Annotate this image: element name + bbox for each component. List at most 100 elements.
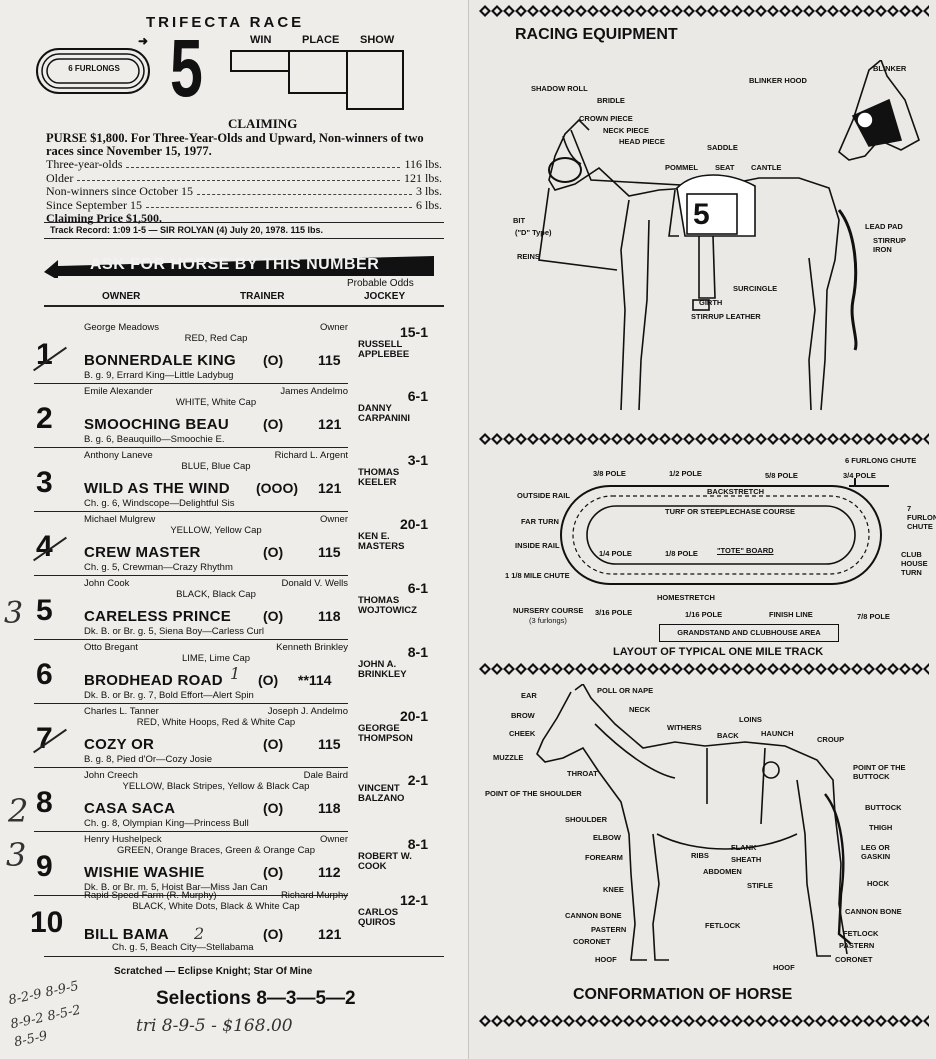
silks-colors: YELLOW, Black Stripes, Yellow & Black Ca… [122,781,310,792]
race-distance: 6 FURLONGS [68,64,120,73]
entry-1[interactable]: George Meadows Owner RED, Red Cap 15-1 R… [0,322,460,386]
silks-colors: BLUE, Blue Cap [181,461,251,472]
owner: John Creech [84,770,138,781]
trainer: Owner [320,834,348,845]
show-header: SHOW [360,34,395,46]
horse-name: CASA SACA [84,800,176,817]
weight: 115 [318,352,341,368]
entry-2[interactable]: Emile Alexander James Andelmo WHITE, Whi… [0,386,460,450]
label-saddle: SADDLE [707,143,738,152]
entry-10[interactable]: Rapid Speed Farm (R. Murphy) Richard Mur… [0,890,460,954]
label-sheath: SHEATH [731,855,762,864]
label-knee: KNEE [603,885,624,894]
label-brow: BROW [511,711,535,720]
entry-9[interactable]: Henry Hushelpeck Owner GREEN, Orange Bra… [0,834,460,898]
handwritten-note: 8-5-9 [12,1028,49,1051]
weight: 112 [318,864,341,880]
jockey: JOHN A.BRINKLEY [358,659,407,680]
label-cannon-bone-front: CANNON BONE [565,911,622,920]
breeding: Ch. g. 6, Windscope—Delightful Sis [84,498,235,509]
label-1-2-pole: 1/2 POLE [669,469,702,478]
odds: 8-1 [407,644,428,660]
label-1-8-pole: 1/8 POLE [665,549,698,558]
breeding: B. g. 6, Beauquillo—Smoochie E. [84,434,225,445]
program-number: 2 [36,402,53,435]
odds: 20-1 [399,516,428,532]
equipment-diagram: 5 [509,58,929,420]
entry-6[interactable]: Otto Bregant Kenneth Brinkley LIME, Lime… [0,642,460,706]
label-coronet-hind: CORONET [835,955,873,964]
jockey: ROBERT W.COOK [358,851,412,872]
horse-name: BILL BAMA [84,926,169,943]
odds-header: Probable Odds [347,278,414,289]
handwritten-note: 1 [230,664,241,683]
grandstand-box: GRANDSTAND AND CLUBHOUSE AREA [659,624,839,642]
trainer: Richard L. Argent [274,450,348,461]
weight: 118 [318,608,341,624]
horse-name: BRODHEAD ROAD [84,672,223,689]
entry-3[interactable]: Anthony Laneve Richard L. Argent BLUE, B… [0,450,460,514]
label-haunch: HAUNCH [761,729,794,738]
equipment-mark: (O) [263,608,284,624]
divider [34,639,348,640]
label-pommel: POMMEL [665,163,698,172]
label-cheek: CHEEK [509,729,536,738]
race-conditions: PURSE $1,800. For Three-Year-Olds and Up… [46,131,424,158]
entry-4[interactable]: Michael Mulgrew Owner YELLOW, Yellow Cap… [0,514,460,578]
label-loins: LOINS [739,715,762,724]
breeding: Ch. g. 8, Olympian King—Princess Bull [84,818,249,829]
label-bit: BIT [513,216,526,225]
divider [34,575,348,576]
equipment-mark: (O) [263,864,284,880]
label-blinker: BLINKER [873,64,907,73]
horse-name: CARELESS PRINCE [84,608,232,625]
horse-name: SMOOCHING BEAU [84,416,230,433]
label-back: BACK [717,731,739,740]
win-box[interactable] [230,50,290,72]
label-1-1-8-mile-chute: 1 1/8 MILE CHUTE [505,571,570,580]
label-hoof-hind: HOOF [773,963,795,972]
label-outside-rail: OUTSIDE RAIL [517,491,570,500]
divider [34,511,348,512]
trainer: Owner [320,514,348,525]
label-fetlock-front: FETLOCK [705,921,741,930]
label-elbow: ELBOW [593,833,621,842]
owner: Rapid Speed Farm (R. Murphy) [84,890,217,901]
weight: 118 [318,800,341,816]
owner: Otto Bregant [84,642,138,653]
breeding: Dk. B. or Br. m. 5, Hoist Bar—Miss Jan C… [84,882,268,893]
label-3-8-pole: 3/8 POLE [593,469,626,478]
label-backstretch: BACKSTRETCH [707,487,765,496]
entry-8[interactable]: John Creech Dale Baird YELLOW, Black Str… [0,770,460,834]
show-box[interactable] [346,50,404,110]
place-box[interactable] [288,50,348,94]
label-lead-pad: LEAD PAD [865,222,903,231]
silks-colors: YELLOW, Yellow Cap [170,525,262,536]
label-croup: CROUP [817,735,845,744]
label-nursery-course: NURSERY COURSE [513,606,584,615]
silks-colors: RED, White Hoops, Red & White Cap [136,717,296,728]
odds: 3-1 [407,452,428,468]
trainer: Richard Murphy [280,890,348,901]
owner: Anthony Laneve [84,450,153,461]
track-title: LAYOUT OF TYPICAL ONE MILE TRACK [613,646,824,658]
track-diagram [559,478,899,588]
divider [34,383,348,384]
silks-colors: BLACK, White Dots, Black & White Cap [132,901,300,912]
label-muzzle: MUZZLE [493,753,524,762]
label-thigh: THIGH [869,823,893,832]
label-shoulder: SHOULDER [565,815,608,824]
label-club-house-turn: CLUB HOUSE TURN [901,550,928,577]
trainer: Donald V. Wells [281,578,348,589]
entry-5[interactable]: John Cook Donald V. Wells BLACK, Black C… [0,578,460,642]
entry-7[interactable]: Charles L. Tanner Joseph J. Andelmo RED,… [0,706,460,770]
label-3-16-pole: 3/16 POLE [595,608,633,617]
